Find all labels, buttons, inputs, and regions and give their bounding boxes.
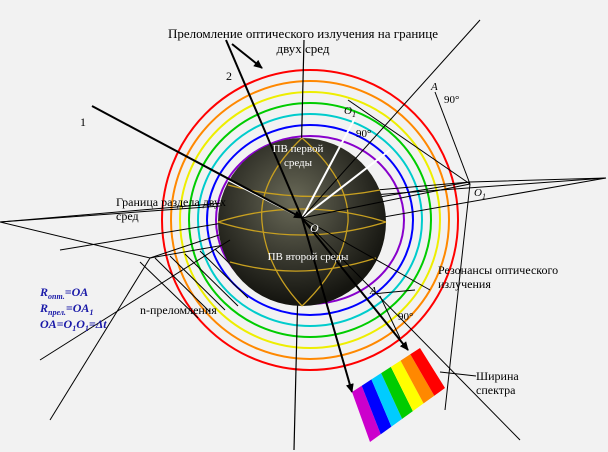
point-a-top: A — [430, 81, 438, 93]
spectrum-stripe — [352, 385, 381, 442]
spectrum-stripe — [381, 366, 413, 419]
formula-3: OA=O1O1=Δt — [40, 317, 107, 333]
spectrum-stripe — [371, 373, 403, 427]
refracted-ray-a — [301, 217, 354, 393]
refraction-label: n-преломления — [140, 303, 217, 317]
construction-lines — [39, 19, 521, 441]
ray-1 — [91, 105, 303, 219]
spectrum-stripe — [390, 360, 424, 412]
ray-1-label: 1 — [80, 115, 86, 129]
refracted-ray-b — [301, 217, 409, 351]
spectrum-stripe — [400, 354, 435, 404]
angle-mid-label: 90° — [356, 128, 371, 140]
angle-top-label: 90° — [444, 94, 459, 106]
point-a-bottom: A — [369, 285, 377, 297]
ray-2-label: 2 — [226, 69, 232, 83]
center-label: O — [310, 221, 319, 235]
ray-2 — [225, 39, 303, 219]
boundary-label-1: Граница раздела двух — [116, 195, 226, 209]
spectrum-stripe — [361, 379, 392, 435]
point-o1-right: O1 — [474, 187, 486, 201]
resonance-ring — [188, 102, 432, 338]
resonance-ring — [197, 113, 423, 327]
title-line2: двух сред — [276, 41, 329, 56]
spectrum-stripe — [410, 348, 445, 396]
ray-2-arrow — [231, 43, 263, 69]
spectrum-label-1: Ширина — [476, 369, 519, 383]
spectrum-pointer — [439, 371, 477, 377]
angle-bottom-label: 90° — [398, 311, 413, 323]
formula-1: Rопт.=OA — [39, 285, 88, 301]
sphere-bottom-label: ПВ второй среды — [268, 251, 349, 263]
resonance-ring — [179, 91, 441, 349]
sphere — [218, 138, 386, 306]
resonance-label-1: Резонансы оптического — [438, 263, 558, 277]
resonance-rings — [161, 69, 459, 371]
title-line1: Преломление оптического излучения на гра… — [168, 26, 438, 41]
spectrum-band — [352, 348, 445, 442]
resonance-ring — [170, 80, 450, 360]
resonance-ring — [161, 69, 459, 371]
point-o1-top: O1 — [344, 105, 356, 119]
resonance-label-2: излучения — [438, 277, 491, 291]
spectrum-label-2: спектра — [476, 383, 516, 397]
formula-2: Rпрел.=OA1 — [39, 301, 93, 317]
resonance-ring — [206, 124, 414, 316]
sphere-top-label-2: среды — [284, 157, 313, 169]
boundary-label-2: сред — [116, 209, 139, 223]
sphere-top-label-1: ПВ первой — [273, 143, 324, 155]
